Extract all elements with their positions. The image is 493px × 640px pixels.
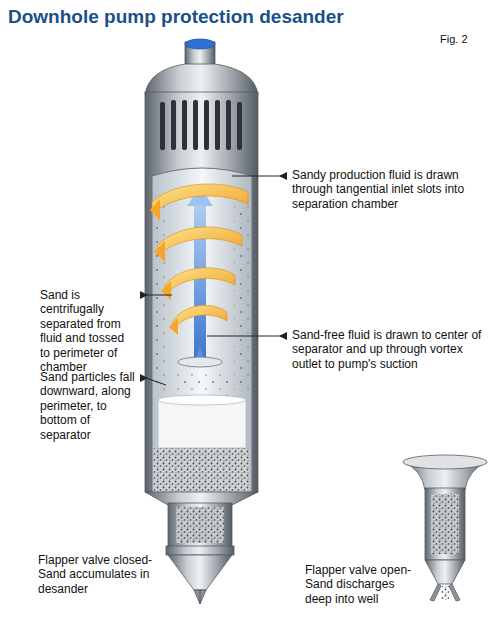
inlet-slots [160, 100, 242, 150]
sand-chamber [168, 503, 232, 547]
figure-number: Fig. 2 [440, 33, 488, 46]
callout-text: Sand is centrifugally separated from flu… [40, 288, 136, 374]
collector-rim [158, 395, 246, 405]
leader-line [146, 295, 172, 296]
swirl-ribbon [152, 184, 248, 214]
swirl-arrowhead [169, 318, 178, 335]
swirl-ribbon [165, 268, 235, 295]
inset-valve-cone [425, 560, 465, 584]
swirl-flow [150, 184, 248, 335]
flapper-seam [200, 590, 201, 604]
falling-sand [154, 200, 170, 395]
leader-pointer [140, 291, 148, 299]
callout-text: Sandy production fluid is drawn through … [292, 168, 482, 211]
outlet-opening [185, 39, 215, 49]
falling-sand [234, 200, 250, 395]
flapper-valve-open [430, 584, 441, 601]
swirl-arrowhead [154, 241, 165, 262]
vortex-disk [178, 357, 222, 367]
inlet-slot [171, 100, 176, 150]
accumulated-sand [176, 507, 224, 543]
swirl-ribbon [173, 305, 227, 330]
leader-pointer [140, 374, 148, 382]
inlet-slot [182, 100, 187, 150]
inset-chamber [425, 488, 465, 560]
inset-sand-window [431, 494, 459, 554]
inlet-slot [193, 100, 198, 150]
inlet-slot [215, 100, 220, 150]
callout-text: Flapper valve open- Sand discharges deep… [305, 563, 421, 606]
valve-cone [168, 555, 232, 590]
leader-pointer [279, 172, 287, 180]
discharging-sand [441, 586, 449, 600]
flapper-valve-closed [194, 590, 206, 604]
leader-lines [140, 172, 287, 385]
desander-body [145, 92, 258, 492]
collector-sleeve [158, 400, 246, 448]
inset-funnel-rim [403, 455, 487, 469]
falling-sand [172, 370, 232, 396]
leader-line [146, 378, 166, 385]
swirl-arrowhead [161, 281, 171, 300]
leader-pointer [279, 332, 287, 340]
flapper-valve-open [449, 584, 460, 601]
accumulated-sand-ground [154, 448, 250, 492]
callout-text: Sand-free fluid is drawn to center of se… [292, 328, 482, 371]
callout-text: Flapper valve closed- Sand accumulates i… [38, 553, 162, 596]
inset-sand [431, 494, 459, 554]
accumulated-sand [154, 448, 250, 492]
diagram-title: Downhole pump protection desander [8, 6, 428, 29]
inlet-slot [237, 102, 242, 150]
inlet-slot [226, 100, 231, 150]
inlet-slot [204, 100, 209, 150]
inlet-slot [160, 102, 165, 150]
swirl-arrowhead [150, 199, 160, 221]
leader-line [232, 176, 281, 177]
top-cap [145, 64, 258, 95]
valve-collar [166, 546, 234, 555]
leader-line [207, 336, 281, 337]
separation-chamber [152, 168, 252, 492]
vortex-inlet [196, 346, 204, 357]
sand-window [176, 507, 224, 543]
swirl-ribbon [158, 227, 242, 256]
callout-text: Sand particles fall downward, along peri… [40, 370, 136, 442]
